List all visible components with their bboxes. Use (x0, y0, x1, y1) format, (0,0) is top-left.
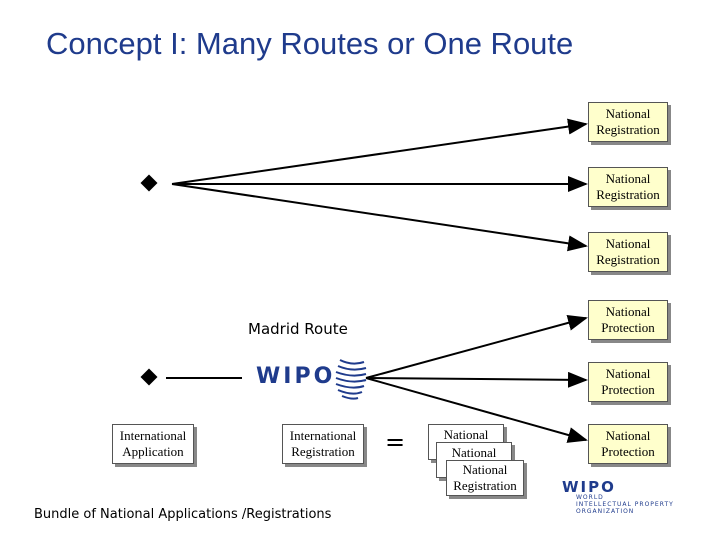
national-protection-box-3: National Protection (588, 424, 668, 464)
box-line: National (605, 236, 651, 251)
wipo-globe-icon (335, 359, 367, 400)
box-line: National (605, 428, 651, 443)
box-line: Registration (596, 252, 660, 267)
arrow-madrid-1 (365, 315, 588, 379)
wipo-logo-name: WIPO (562, 478, 616, 496)
national-protection-box-2: National Protection (588, 362, 668, 402)
national-registration-box-2: National Registration (588, 167, 668, 207)
box-line: Protection (601, 444, 655, 459)
national-registration-box-3: National Registration (588, 232, 668, 272)
box-line: Registration (291, 444, 355, 459)
bundle-caption: Bundle of National Applications /Registr… (34, 507, 332, 522)
national-registration-box-1: National Registration (588, 102, 668, 142)
international-application-box: International Application (112, 424, 194, 464)
madrid-route-label: Madrid Route (248, 320, 348, 338)
arrow-madrid-2 (365, 371, 588, 388)
box-line: Registration (453, 478, 517, 493)
international-registration-box: International Registration (282, 424, 364, 464)
box-line: Protection (601, 382, 655, 397)
box-line: National (605, 304, 651, 319)
box-line: Application (122, 444, 184, 459)
box-line: National (605, 171, 651, 186)
wipo-emblem-text: WIPO (256, 364, 336, 389)
equals-sign: = (385, 428, 406, 456)
box-line: Registration (596, 187, 660, 202)
wipo-emblem: WIPO (252, 354, 368, 402)
slide-title: Concept I: Many Routes or One Route (46, 26, 574, 61)
box-line: International (119, 428, 187, 443)
wipo-logo-line: INTELLECTUAL PROPERTY (576, 501, 674, 508)
wipo-logo-line: WORLD (576, 494, 604, 501)
box-line: National (605, 366, 651, 381)
arrow-direct-1 (171, 118, 588, 185)
box-line: National (451, 445, 497, 460)
box-line: National (462, 462, 508, 477)
box-line: National (443, 427, 489, 442)
national-protection-box-1: National Protection (588, 300, 668, 340)
arrow-madrid-3 (365, 377, 588, 443)
box-line: International (289, 428, 357, 443)
wipo-logo-line: ORGANIZATION (576, 508, 635, 515)
wipo-logo: WIPO WORLD INTELLECTUAL PROPERTY ORGANIZ… (560, 478, 700, 518)
bundle-card-front: National Registration (446, 460, 524, 496)
box-line: National (605, 106, 651, 121)
wipo-logo-subtitle: WORLD INTELLECTUAL PROPERTY ORGANIZATION (576, 494, 674, 515)
box-line: Protection (601, 320, 655, 335)
arrow-direct-3 (171, 183, 588, 252)
box-line: Registration (596, 122, 660, 137)
